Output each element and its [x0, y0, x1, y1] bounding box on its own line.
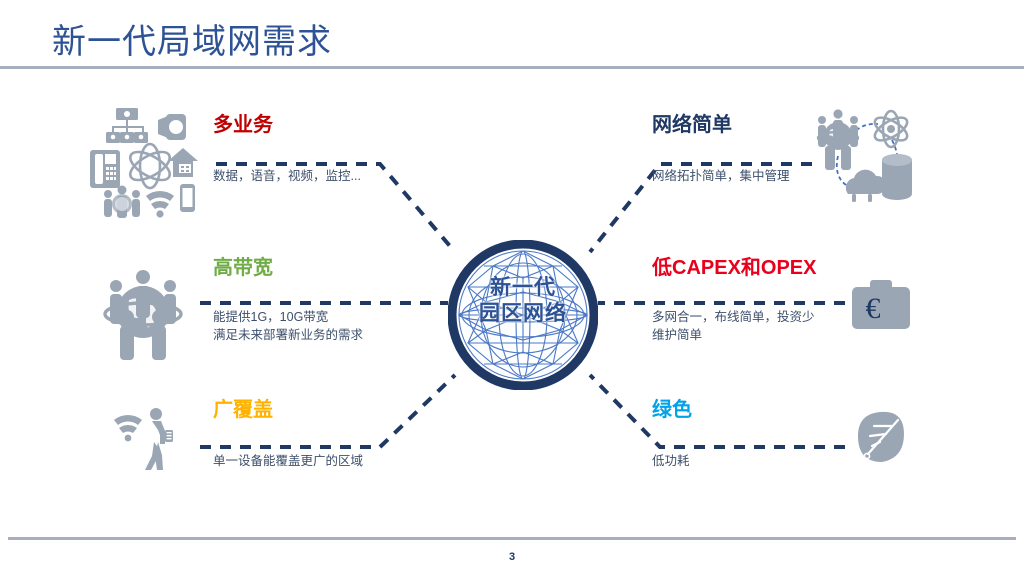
- item-bandwidth-sub-0: 能提供1G，10G带宽: [213, 310, 329, 324]
- item-green-heading: 绿色: [652, 399, 692, 421]
- item-bandwidth-heading: 高带宽: [213, 257, 273, 279]
- item-bandwidth[interactable]: 高带宽 能提供1G，10G带宽 满足未来部署新业务的需求: [213, 256, 363, 344]
- item-network-simple-heading: 网络简单: [652, 114, 732, 136]
- globe-people-icon: [103, 270, 183, 360]
- item-bandwidth-sub-1: 满足未来部署新业务的需求: [213, 328, 364, 342]
- item-multiservice-heading: 多业务: [213, 114, 273, 136]
- item-capex-opex-sub-1: 维护简单: [652, 328, 703, 342]
- multi-service-devices-icon: [90, 108, 198, 218]
- leaf-icon: [858, 411, 904, 462]
- item-coverage-sub-0: 单一设备能覆盖更广的区域: [213, 454, 364, 468]
- center-globe-icon: [448, 240, 598, 390]
- item-capex-opex[interactable]: 低CAPEX和OPEX 多网合一，布线简单，投资少 维护简单: [652, 256, 816, 344]
- header-divider: [0, 66, 1024, 69]
- center-label-line1: 新一代: [490, 276, 556, 299]
- item-multiservice[interactable]: 多业务 数据，语音，视频，监控...: [213, 113, 361, 185]
- page-number: 3: [508, 551, 516, 563]
- connector-green: [588, 373, 845, 449]
- center-label-line2: 园区网络: [479, 302, 567, 325]
- item-green[interactable]: 绿色 低功耗: [652, 398, 692, 470]
- item-coverage-heading: 广覆盖: [213, 399, 273, 421]
- center-label: 新一代 园区网络: [448, 275, 598, 327]
- item-network-simple-sub-0: 网络拓扑简单，集中管理: [652, 169, 790, 183]
- item-coverage[interactable]: 广覆盖 单一设备能覆盖更广的区域: [213, 398, 363, 470]
- item-multiservice-sub-0: 数据，语音，视频，监控...: [213, 169, 361, 183]
- page-title: 新一代局域网需求: [52, 23, 332, 61]
- item-capex-opex-sub-0: 多网合一，布线简单，投资少: [652, 310, 815, 324]
- item-network-simple[interactable]: 网络简单 网络拓扑简单，集中管理: [652, 113, 790, 185]
- briefcase-euro-icon: €: [852, 280, 910, 329]
- footer-divider: [8, 537, 1016, 540]
- network-topology-icon: [816, 109, 912, 202]
- item-capex-opex-heading: 低CAPEX和OPEX: [652, 257, 817, 279]
- euro-symbol: €: [866, 292, 881, 325]
- item-green-sub-0: 低功耗: [652, 454, 690, 468]
- wifi-walking-person-icon: [114, 408, 173, 470]
